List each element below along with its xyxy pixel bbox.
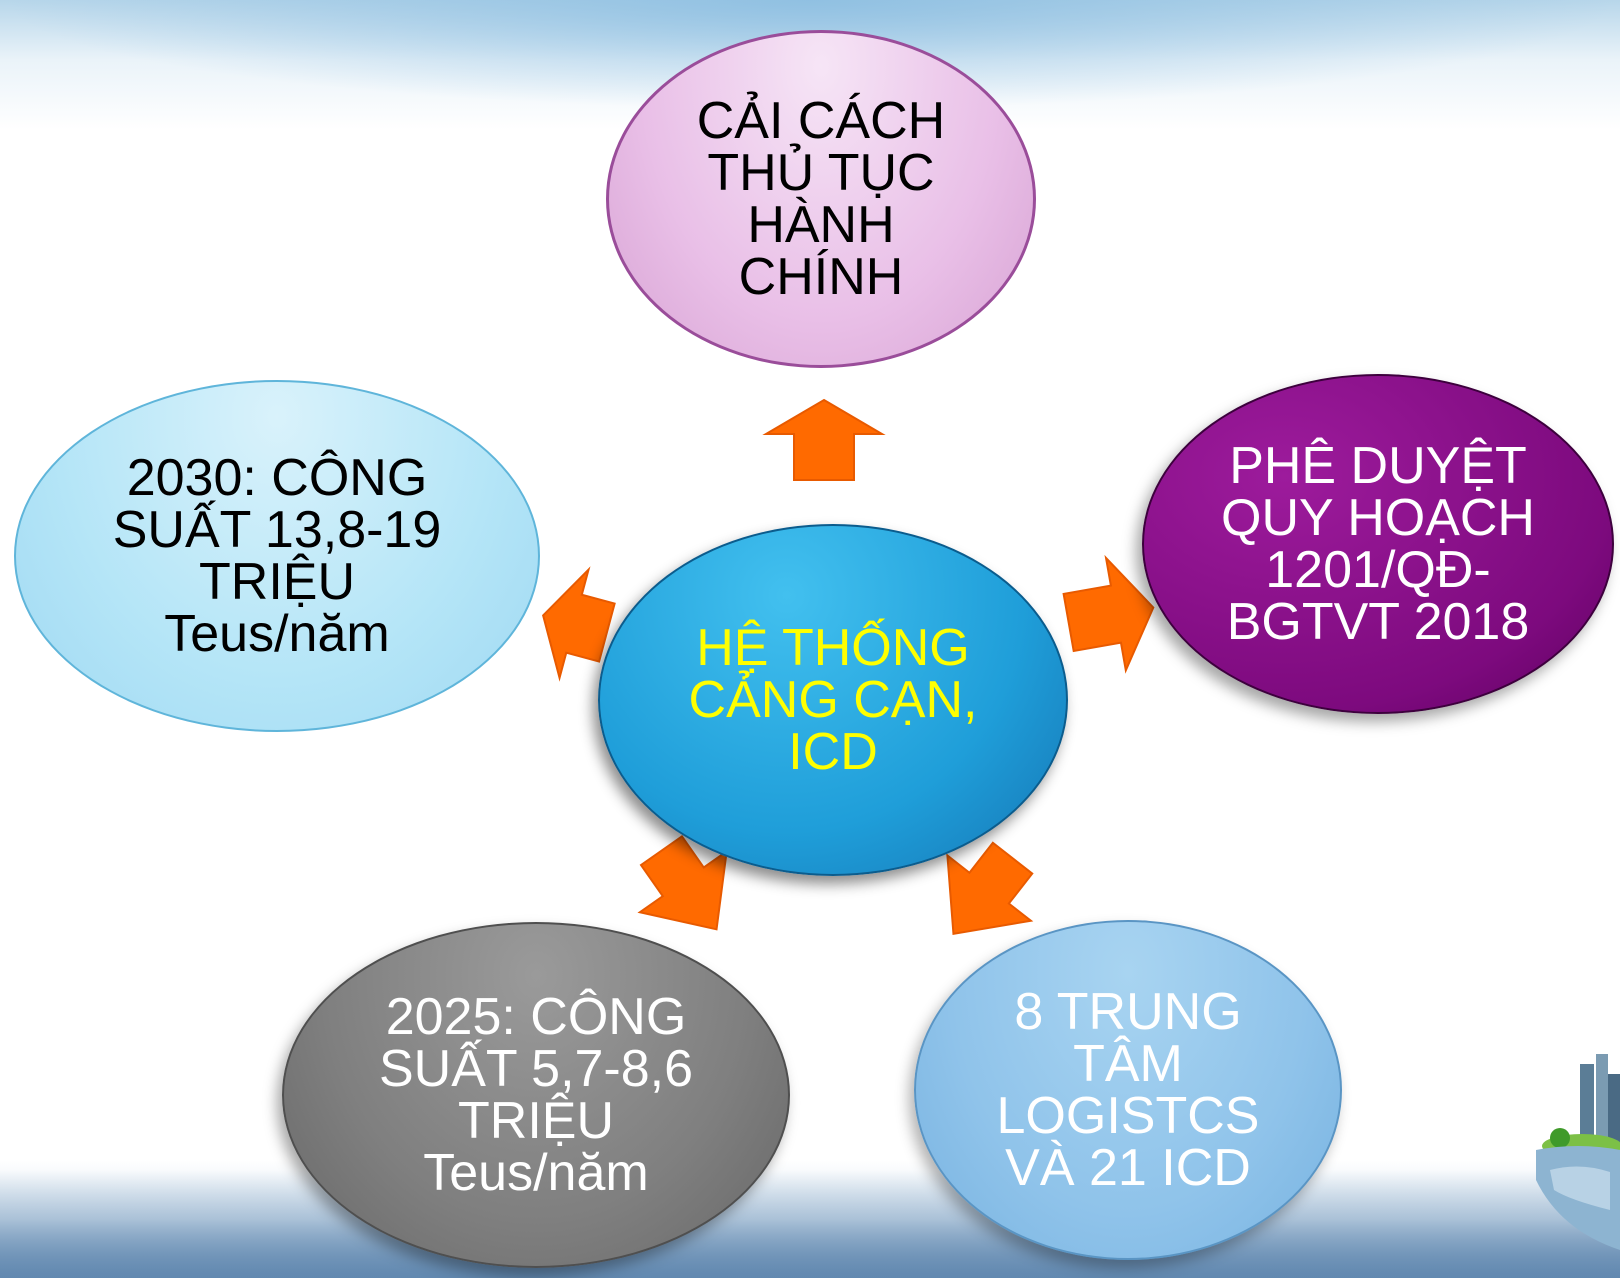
text-line: CHÍNH [738, 248, 904, 306]
bubble-admin-reform-text: CẢI CÁCH THỦ TỤC HÀNH CHÍNH [657, 95, 985, 303]
text-line: 8 TRUNG [1014, 983, 1242, 1041]
bubble-logistics-centers: 8 TRUNG TÂM LOGISTCS VÀ 21 ICD [914, 920, 1342, 1260]
arrow-down-left-icon [637, 834, 728, 931]
text-line: 1201/QĐ- [1265, 541, 1491, 599]
text-line: PHÊ DUYỆT [1229, 437, 1527, 495]
arrow-left-icon [542, 566, 616, 682]
bubble-center-text: HỆ THỐNG CẢNG CẠN, ICD [649, 622, 1018, 778]
text-line: HÀNH [747, 196, 895, 254]
text-line: VÀ 21 ICD [1005, 1139, 1251, 1197]
text-line: Teus/năm [423, 1144, 649, 1202]
text-line: SUẤT 13,8-19 [112, 501, 442, 559]
bubble-2030-capacity: 2030: CÔNG SUẤT 13,8-19 TRIỆU Teus/năm [14, 380, 540, 732]
bubble-2030-capacity-text: 2030: CÔNG SUẤT 13,8-19 TRIỆU Teus/năm [73, 452, 482, 660]
text-line: TÂM [1073, 1035, 1183, 1093]
bubble-planning-approval: PHÊ DUYỆT QUY HOẠCH 1201/QĐ- BGTVT 2018 [1142, 374, 1614, 714]
text-line: THỦ TỤC [707, 144, 935, 202]
bubble-2025-capacity-text: 2025: CÔNG SUẤT 5,7-8,6 TRIỆU Teus/năm [339, 991, 733, 1199]
bubble-logistics-centers-text: 8 TRUNG TÂM LOGISTCS VÀ 21 ICD [957, 986, 1300, 1194]
bubble-center-icd-system: HỆ THỐNG CẢNG CẠN, ICD [598, 524, 1068, 876]
text-line: CẢI CÁCH [696, 92, 946, 150]
bubble-admin-reform: CẢI CÁCH THỦ TỤC HÀNH CHÍNH [606, 30, 1036, 368]
text-line: Teus/năm [164, 605, 390, 663]
text-line: ICD [788, 723, 878, 781]
arrow-up-icon [762, 398, 886, 481]
text-line: BGTVT 2018 [1226, 593, 1530, 651]
text-line: QUY HOẠCH [1221, 489, 1535, 547]
text-line: LOGISTCS [996, 1087, 1260, 1145]
text-line: CẢNG CẠN, [688, 671, 978, 729]
text-line: HỆ THỐNG [696, 619, 970, 677]
arrow-down-right-icon [946, 841, 1034, 935]
bubble-planning-approval-text: PHÊ DUYỆT QUY HOẠCH 1201/QĐ- BGTVT 2018 [1181, 440, 1575, 648]
footer-band [0, 1170, 1620, 1278]
text-line: TRIỆU [458, 1092, 614, 1150]
globe-city-icon [1536, 1054, 1620, 1250]
text-line: SUẤT 5,7-8,6 [378, 1040, 694, 1098]
arrow-right-icon [1062, 554, 1155, 674]
text-line: 2025: CÔNG [385, 988, 687, 1046]
text-line: TRIỆU [199, 553, 355, 611]
text-line: 2030: CÔNG [126, 449, 428, 507]
bubble-2025-capacity: 2025: CÔNG SUẤT 5,7-8,6 TRIỆU Teus/năm [282, 922, 790, 1268]
